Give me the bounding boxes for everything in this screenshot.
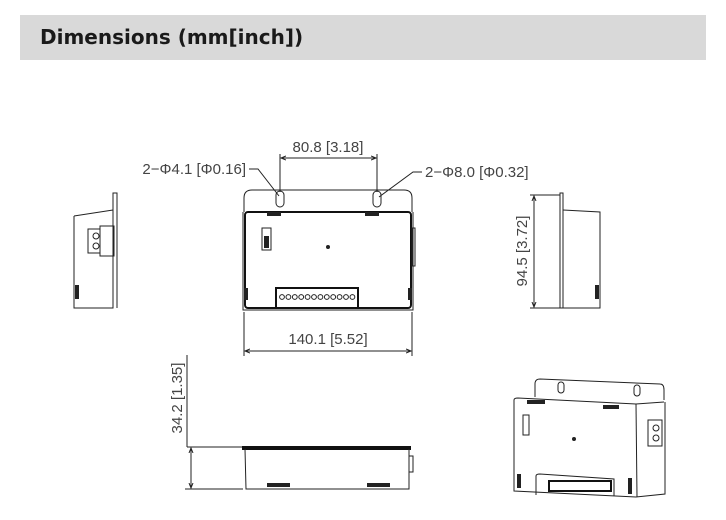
left-side-view xyxy=(73,192,118,309)
small-hole-label: 2−Φ4.1 [Φ0.16] xyxy=(142,161,246,178)
terminal-screw xyxy=(336,294,343,300)
hole-spacing-dimension: 80.8 [3.18] xyxy=(279,139,378,192)
terminal-screw xyxy=(279,294,285,300)
switch xyxy=(261,227,272,251)
terminal-screw xyxy=(330,294,337,300)
large-hole-callout: 2−Φ8.0 [Φ0.32] xyxy=(378,164,529,198)
width-dimension: 140.1 [5.52] xyxy=(243,312,413,356)
height-label: 94.5 [3.72] xyxy=(514,216,531,287)
terminal-screw xyxy=(298,294,305,300)
depth-label: 34.2 [1.35] xyxy=(169,363,186,434)
terminal-screw xyxy=(349,294,356,300)
large-hole-label: 2−Φ8.0 [Φ0.32] xyxy=(425,164,529,181)
front-view xyxy=(242,189,416,311)
small-hole-callout: 2−Φ4.1 [Φ0.16] xyxy=(142,161,280,197)
right-side-view: 94.5 [3.72] xyxy=(514,192,601,309)
terminal-screw xyxy=(311,294,317,300)
terminal-block xyxy=(275,287,359,309)
section-header: Dimensions (mm[inch]) xyxy=(20,15,706,60)
mounting-hole-left xyxy=(275,190,285,208)
hole-spacing-label: 80.8 [3.18] xyxy=(293,139,364,156)
mounting-hole-right xyxy=(372,190,382,208)
terminal-screw xyxy=(291,294,298,300)
terminal-screw xyxy=(304,294,311,300)
isometric-view xyxy=(513,378,666,498)
terminal-screw xyxy=(317,294,324,300)
section-title: Dimensions (mm[inch]) xyxy=(40,25,304,49)
width-label: 140.1 [5.52] xyxy=(288,331,367,348)
terminal-screw xyxy=(343,294,349,300)
terminal-screw xyxy=(285,294,292,300)
terminal-screw xyxy=(323,294,330,300)
bottom-view: 34.2 [1.35] xyxy=(169,355,414,490)
